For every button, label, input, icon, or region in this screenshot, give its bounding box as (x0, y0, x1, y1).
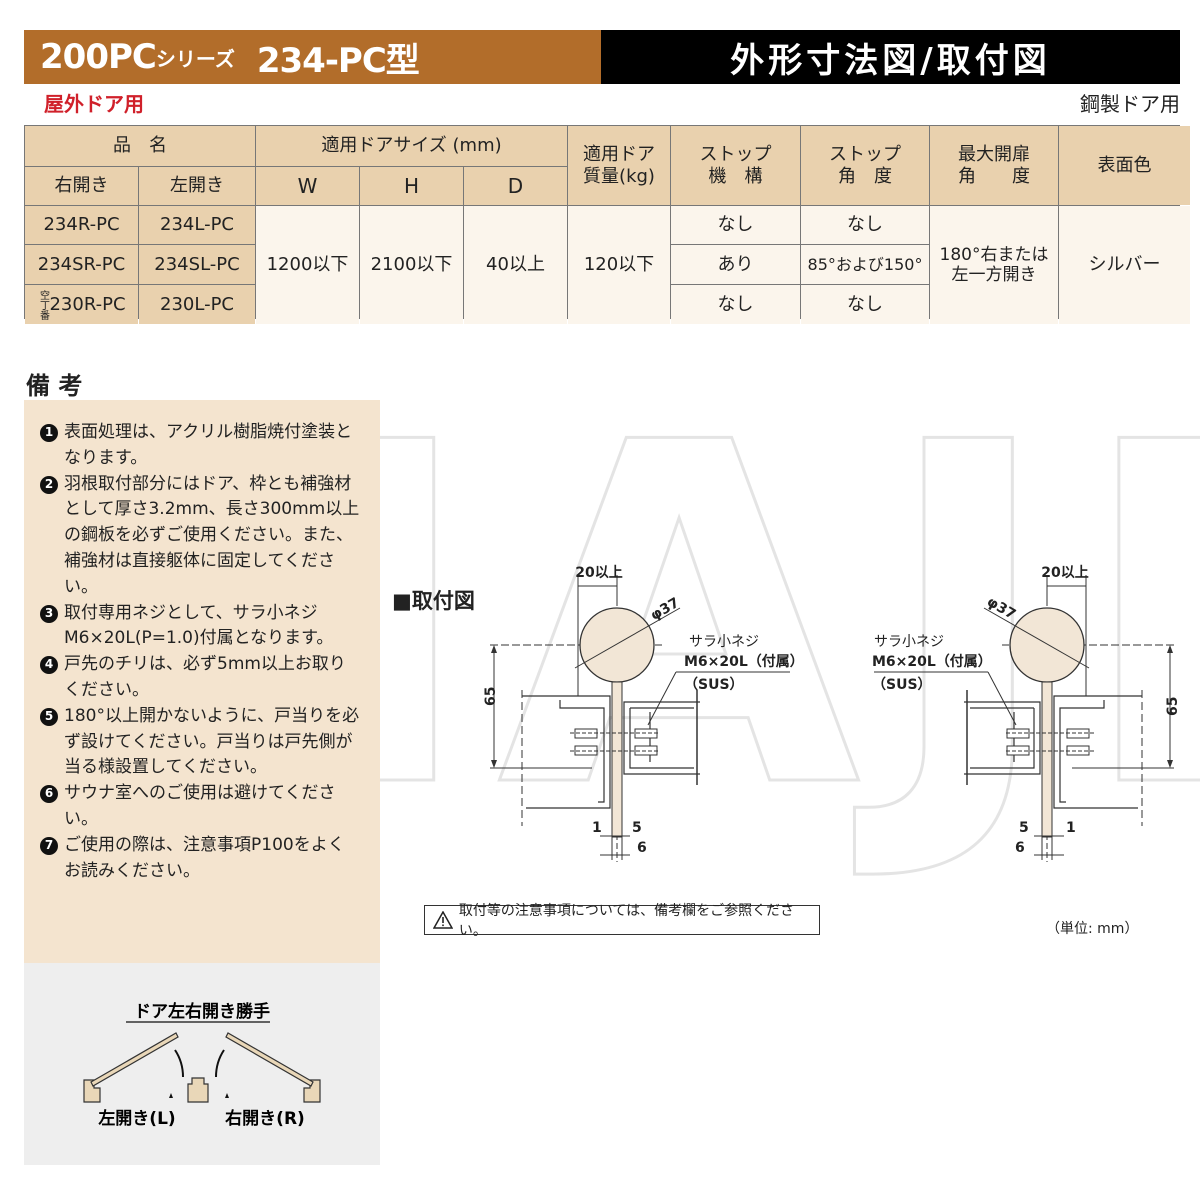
dim-5: 5 (632, 820, 642, 836)
cell-stop-angle: なし (801, 285, 929, 324)
handing-title: ドア左右開き勝手 (134, 1001, 270, 1022)
dim-65: 65 (483, 687, 499, 706)
note-text: 表面処理は、アクリル樹脂焼付塗装となります。 (64, 422, 353, 468)
screw-material: （SUS） (872, 677, 932, 693)
handing-diagram: ドア左右開き勝手 左開き(L) 右開き(R) (83, 1001, 321, 1129)
note-number: 2 (40, 475, 58, 494)
spec-table: 品 名 適用ドアサイズ (mm) 適用ドア 質量(kg) ストップ 機 構 スト… (24, 125, 1190, 324)
note-number: 3 (40, 604, 58, 623)
center-stop (187, 1077, 209, 1103)
notes-list: 1 表面処理は、アクリル樹脂焼付塗装となります。 2 羽根取付部分にはドア、枠とも補… (40, 420, 360, 884)
screw-name: サラ小ネジ (689, 634, 759, 650)
dim-65: 65 (1165, 697, 1181, 716)
cell-stop-mechanism: あり (671, 245, 800, 284)
note-text: 戸先のチリは、必ず5mm以上お取りください。 (64, 654, 346, 700)
note-item: 6 サウナ室へのご使用は避けてください。 (40, 781, 360, 833)
model-name: 234-PC型 (256, 40, 420, 81)
door-type-label: 鋼製ドア用 (1080, 92, 1180, 116)
note-number: 6 (40, 785, 58, 804)
note-item: 4 戸先のチリは、必ず5mm以上お取りください。 (40, 652, 360, 704)
header-door-weight: 適用ドア 質量(kg) (568, 126, 670, 205)
cell-stop-angle: 85°および150° (801, 245, 929, 284)
cell-stop-angle: なし (801, 206, 929, 244)
header-max-open-angle: 最大開扉 角 度 (930, 126, 1058, 205)
header-product-name: 品 名 (25, 126, 255, 166)
right-hinge-drawing (873, 574, 1175, 863)
series-banner: 200PC シリーズ 234-PC型 (24, 30, 601, 84)
caution-text: 取付等の注意事項については、備考欄をご参照ください。 (458, 903, 795, 939)
cell-w: 1200以下 (256, 206, 359, 324)
left-open-label: 左開き(L) (98, 1108, 175, 1129)
header-right-open: 右開き (25, 167, 138, 205)
cell-stop-mechanism: なし (671, 285, 800, 324)
cell-surface-color: シルバー (1059, 206, 1190, 324)
figure-title: ■取付図 (392, 589, 475, 613)
usage-label: 屋外ドア用 (44, 92, 144, 116)
cell-left-model: 234L-PC (139, 206, 255, 244)
dim-6: 6 (1015, 840, 1025, 856)
cell-weight: 120以下 (568, 206, 670, 324)
screw-spec: M6×20L（付属） (872, 653, 992, 670)
header-h: H (360, 167, 463, 205)
note-item: 3 取付専用ネジとして、サラ小ネジM6×20L(P=1.0)付属となります。 (40, 601, 360, 653)
note-item: 2 羽根取付部分にはドア、枠とも補強材として厚さ3.2mm、長さ300mm以上の鋼… (40, 472, 360, 601)
cell-right-model: 230R-PC (49, 293, 126, 315)
dim-diameter: φ37 (984, 594, 1018, 623)
blank-hinge-label: 空丁番 (37, 289, 49, 320)
cell-left-model: 230L-PC (139, 285, 255, 324)
note-item: 1 表面処理は、アクリル樹脂焼付塗装となります。 (40, 420, 360, 472)
dim-min-width: 20以上 (575, 565, 622, 581)
dim-5: 5 (1019, 820, 1029, 836)
caution-box: 取付等の注意事項については、備考欄をご参照ください。 (424, 903, 820, 939)
note-text: サウナ室へのご使用は避けてください。 (64, 783, 336, 829)
cell-right-model-row: 空丁番 230R-PC (25, 285, 138, 324)
right-open-label: 右開き(R) (225, 1108, 305, 1129)
notes-title: 備 考 (26, 372, 83, 400)
header-surface-color: 表面色 (1059, 126, 1190, 205)
header-stop-mechanism: ストップ 機 構 (671, 126, 800, 205)
warning-icon (433, 911, 453, 929)
note-number: 7 (40, 836, 58, 855)
header-w: W (256, 167, 359, 205)
note-text: 180°以上開かないように、戸当りを必ず設けてください。戸当りは戸先側が当る様設… (64, 705, 360, 778)
cell-right-model: 234R-PC (25, 206, 138, 244)
header-door-size: 適用ドアサイズ (mm) (256, 126, 567, 166)
cell-right-model: 234SR-PC (25, 245, 138, 284)
right-door-leaf (225, 1032, 314, 1087)
dim-min-width: 20以上 (1041, 565, 1088, 581)
unit-label: （単位: mm） (1046, 921, 1139, 937)
handing-panel (24, 963, 380, 1165)
cell-max-open-angle: 180°右または 左一方開き (930, 206, 1058, 324)
notes-panel (24, 400, 380, 963)
cell-stop-mechanism: なし (671, 206, 800, 244)
note-number: 1 (40, 424, 58, 442)
screw-name: サラ小ネジ (874, 634, 944, 650)
section-title: 外形寸法図/取付図 (601, 30, 1180, 84)
screw-material: （SUS） (684, 677, 744, 693)
screw-spec: M6×20L（付属） (684, 653, 804, 670)
note-item: 7 ご使用の際は、注意事項P100をよくお読みください。 (40, 833, 360, 885)
header-d: D (464, 167, 567, 205)
left-hinge-drawing (489, 574, 791, 863)
series-suffix: シリーズ (155, 46, 235, 71)
cell-left-model: 234SL-PC (139, 245, 255, 284)
cell-d: 40以上 (464, 206, 567, 324)
note-item: 5 180°以上開かないように、戸当りを必ず設けてください。戸当りは戸先側が当る様… (40, 704, 360, 781)
header-left-open: 左開き (139, 167, 255, 205)
left-door-leaf (90, 1032, 179, 1087)
header-stop-angle: ストップ 角 度 (801, 126, 929, 205)
series-name: 200PC (40, 37, 157, 77)
note-text: 取付専用ネジとして、サラ小ネジM6×20L(P=1.0)付属となります。 (64, 602, 334, 649)
dim-6: 6 (637, 840, 647, 856)
dim-diameter: φ37 (648, 595, 682, 624)
note-number: 4 (40, 656, 58, 675)
note-text: 羽根取付部分にはドア、枠とも補強材として厚さ3.2mm、長さ300mm以上の鋼板… (64, 473, 360, 597)
dim-1: 1 (592, 820, 602, 836)
note-text: ご使用の際は、注意事項P100をよくお読みください。 (64, 834, 345, 881)
note-number: 5 (40, 707, 58, 726)
cell-h: 2100以下 (360, 206, 463, 324)
dim-1: 1 (1066, 820, 1076, 836)
